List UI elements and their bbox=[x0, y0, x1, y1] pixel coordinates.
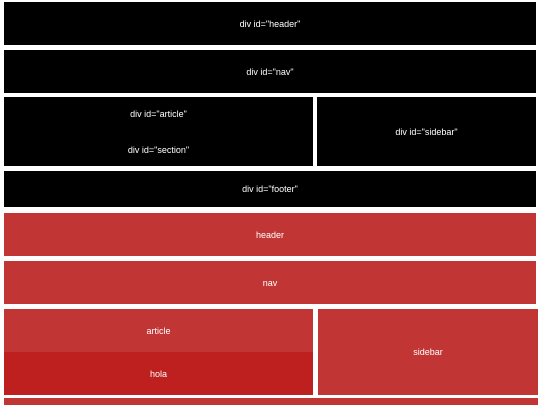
top-header-label: div id="header" bbox=[239, 18, 301, 29]
bottom-section-label: hola bbox=[149, 368, 167, 379]
bottom-sidebar-label: sidebar bbox=[413, 347, 443, 357]
bottom-nav-label: nav bbox=[262, 277, 278, 288]
bottom-header-label: header bbox=[255, 229, 285, 240]
bottom-section-block: hola bbox=[4, 352, 313, 395]
top-footer-block: div id="footer" bbox=[4, 171, 536, 207]
bottom-header-block: header bbox=[4, 213, 536, 256]
bottom-article-label: article bbox=[146, 325, 171, 336]
top-sidebar-label: div id="sidebar" bbox=[395, 126, 458, 137]
top-header-block: div id="header" bbox=[4, 2, 536, 45]
bottom-footer-block bbox=[4, 398, 538, 405]
bottom-article-block: article bbox=[4, 309, 313, 352]
top-footer-label: div id="footer" bbox=[242, 184, 298, 194]
bottom-sidebar-block: sidebar bbox=[318, 309, 538, 395]
top-section-label: div id="section" bbox=[127, 145, 190, 155]
top-article-label: div id="article" bbox=[130, 109, 187, 119]
top-article-block: div id="article" div id="section" bbox=[4, 97, 313, 166]
bottom-nav-block: nav bbox=[4, 261, 536, 304]
top-nav-label: div id="nav" bbox=[246, 66, 294, 77]
top-nav-block: div id="nav" bbox=[4, 50, 536, 93]
top-sidebar-block: div id="sidebar" bbox=[317, 97, 536, 166]
